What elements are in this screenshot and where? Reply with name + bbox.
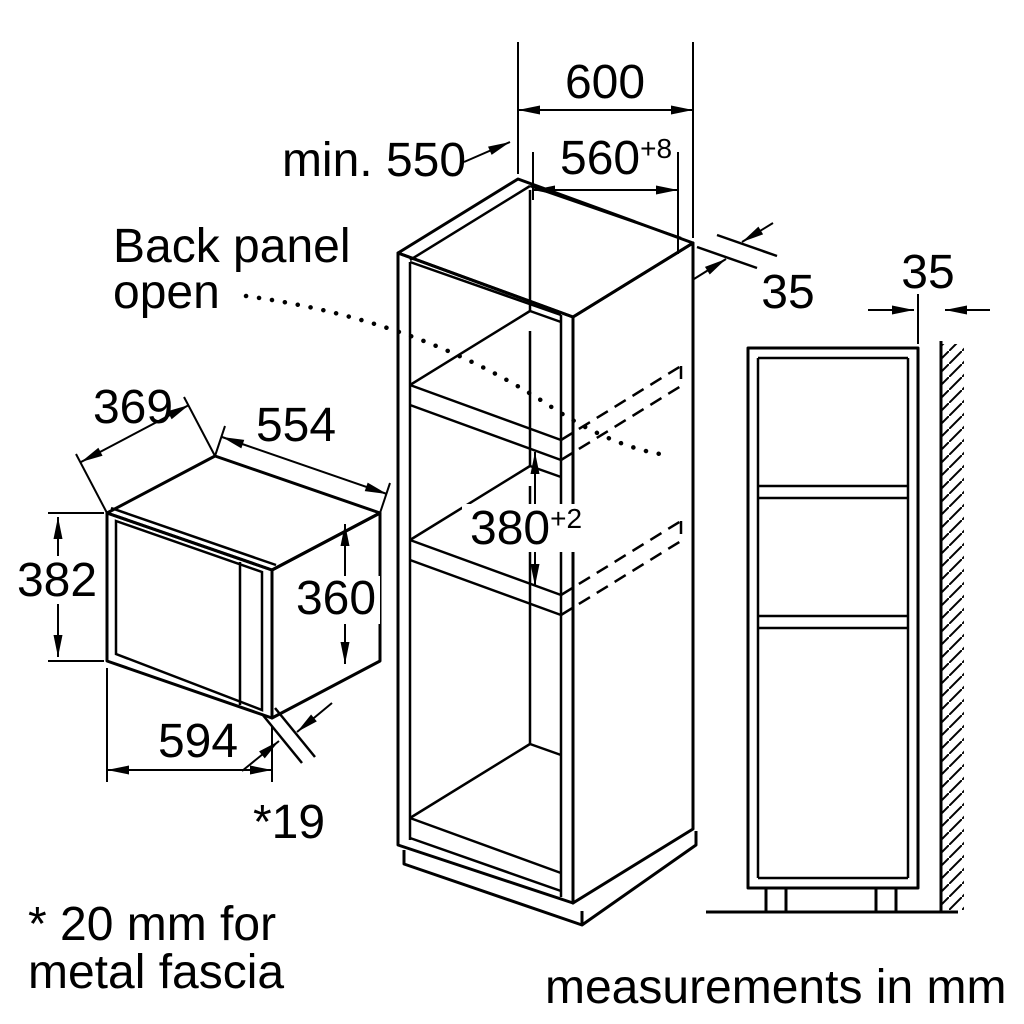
dim-side-rear-gap-label: 35 [901, 246, 954, 299]
dim-niche-width-label: 560+8 [560, 132, 672, 185]
dim-appliance-body-height-label: 360 [296, 572, 376, 625]
hidden-shelf-edges [560, 364, 683, 617]
dim-appliance-depth-label: 369 [93, 381, 173, 434]
footnote-line1: * 20 mm for [28, 898, 276, 951]
units-note: measurements in mm [545, 961, 1006, 1014]
back-panel-note-line1: Back panel [113, 220, 351, 273]
dim-niche-height-label: 380+2 [470, 502, 582, 555]
cabinet-leg [764, 886, 788, 914]
dim-fascia-offset-label: *19 [253, 796, 325, 849]
dim-appliance-height-label: 382 [17, 554, 97, 607]
wall-hatching [942, 344, 964, 910]
dim-appliance-body-width-label: 554 [256, 399, 336, 452]
back-panel-note-line2: open [113, 266, 220, 319]
dim-rear-gap-label: 35 [761, 266, 814, 319]
side-view-drawing: 35 [706, 246, 990, 914]
annotations: Back panel open * 20 mm for metal fascia… [28, 220, 1006, 1014]
microwave-door-outline [114, 519, 264, 712]
footnote-line2: metal fascia [28, 946, 284, 999]
cabinet-drawing [396, 177, 698, 927]
microwave-dimensions: 369 554 382 360 594 *19 [13, 381, 391, 849]
dim-appliance-width-label: 594 [158, 715, 238, 768]
dim-cabinet-width-label: 600 [565, 56, 645, 109]
dim-depth-min-label: min. 550 [282, 134, 466, 187]
cabinet-leg [874, 886, 898, 914]
cabinet-dimensions: 600 560+8 min. 550 35 380+2 [282, 42, 815, 586]
